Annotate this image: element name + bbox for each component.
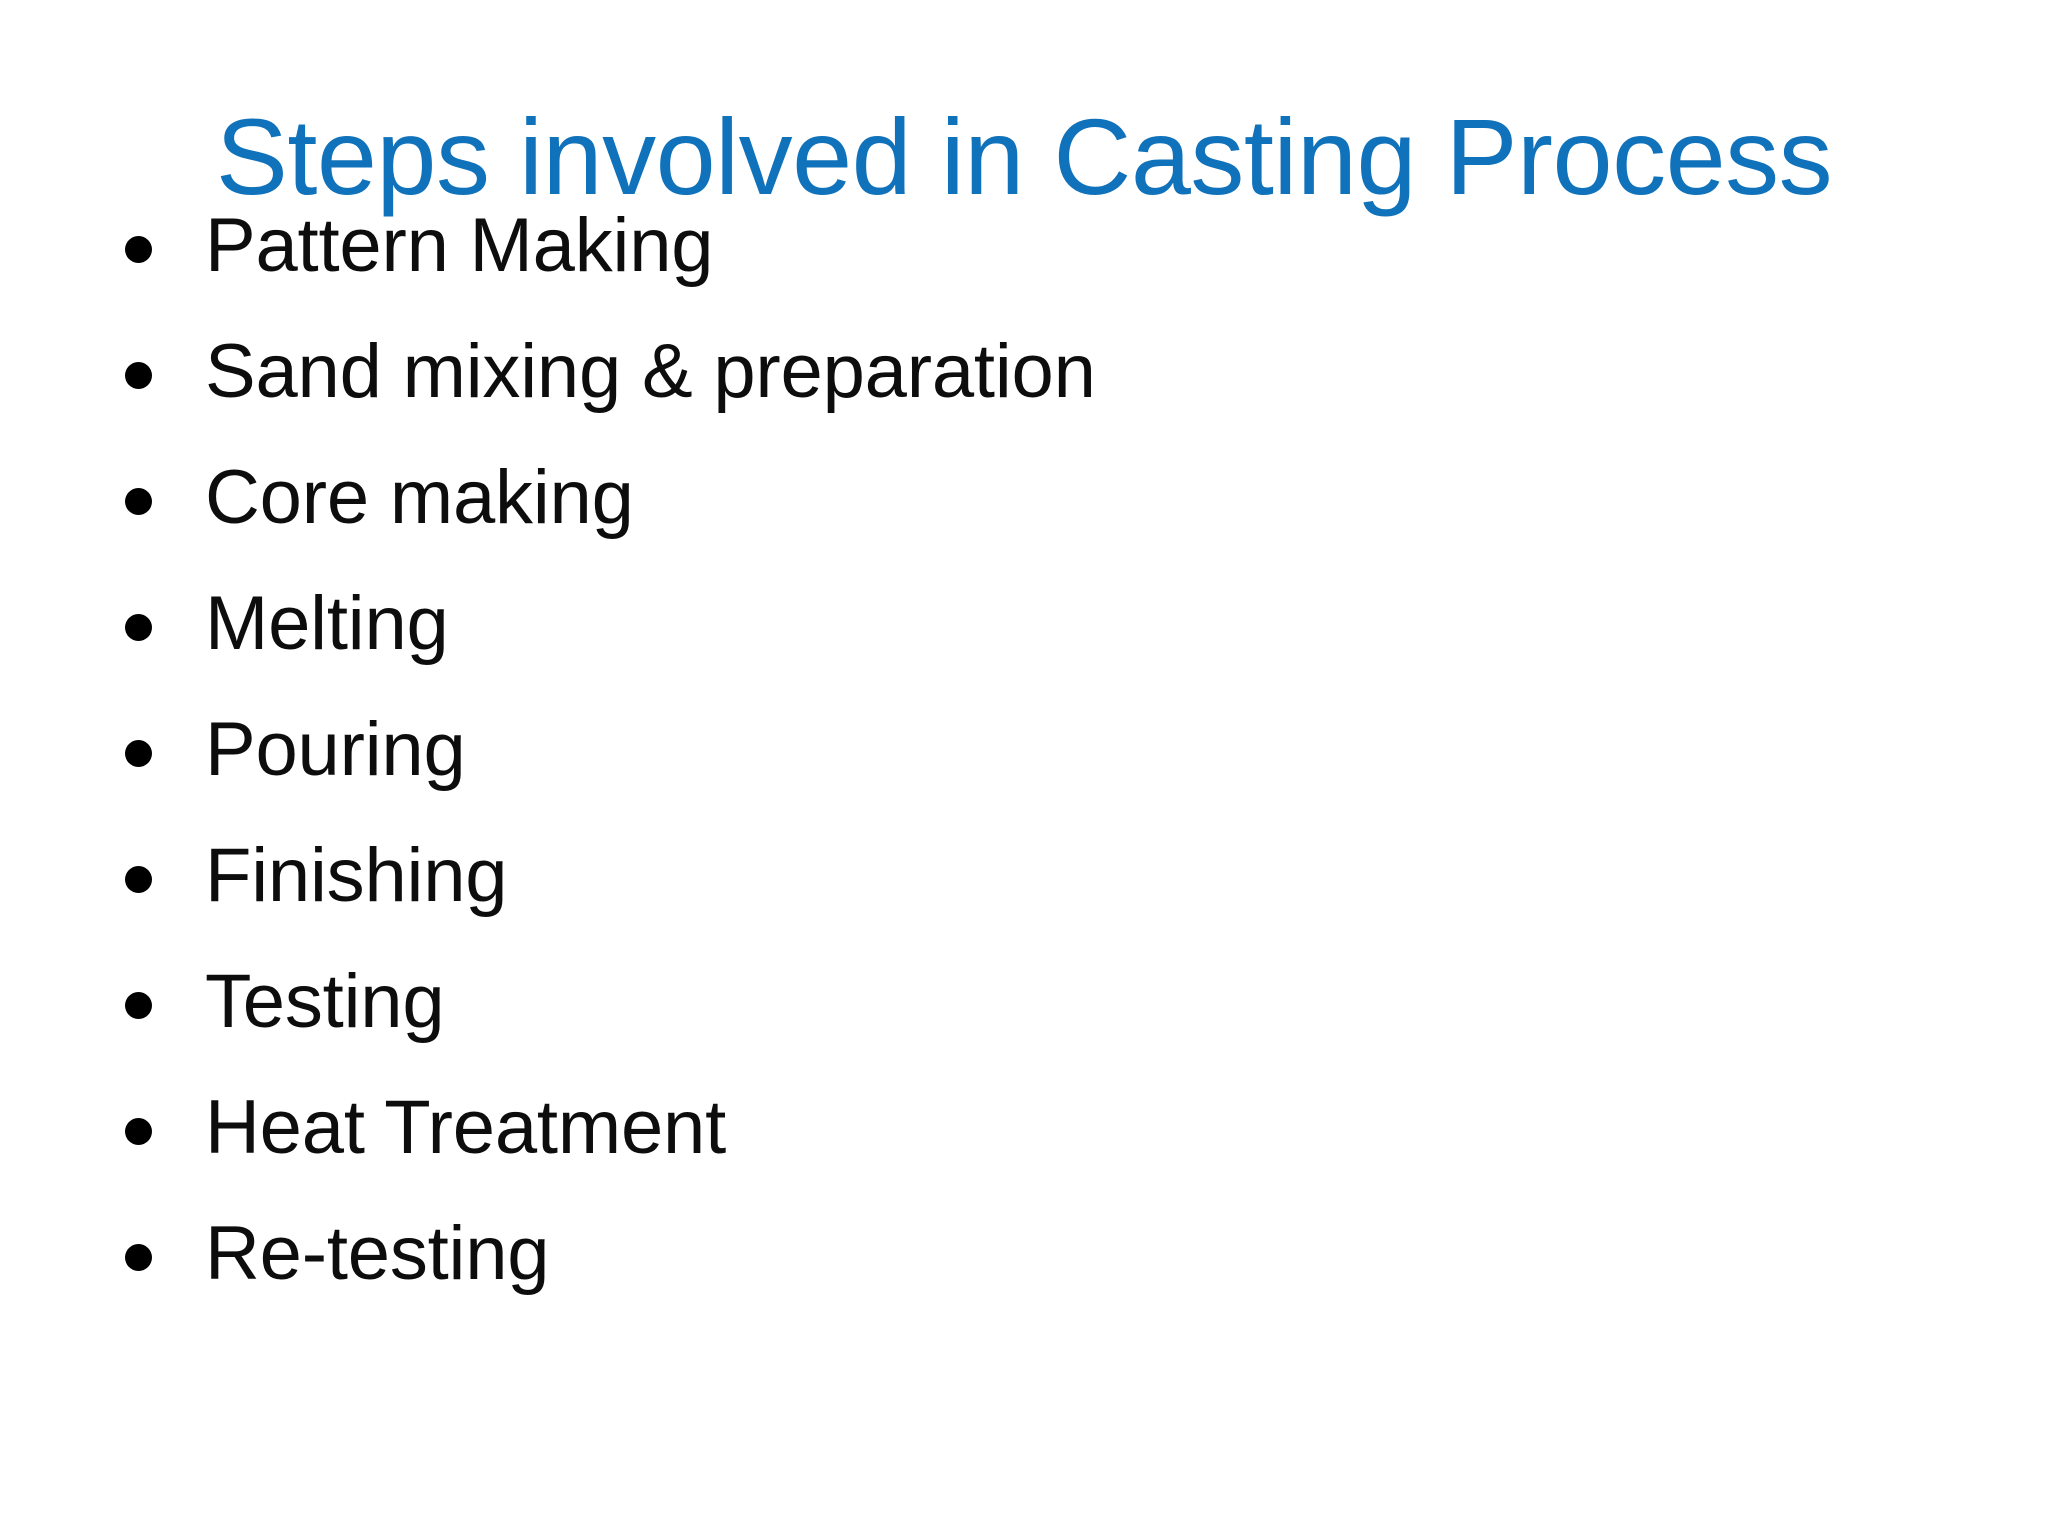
round-bullet-icon [125, 1244, 152, 1271]
bullet-list: Pattern Making Sand mixing & preparation… [0, 196, 2048, 1330]
list-item: Pattern Making [0, 196, 2048, 322]
page-title: Steps involved in Casting Process [215, 96, 1833, 218]
round-bullet-icon [125, 1118, 152, 1145]
list-item-label: Re-testing [205, 1211, 550, 1296]
round-bullet-icon [125, 614, 152, 641]
round-bullet-icon [125, 488, 152, 515]
list-item: Melting [0, 574, 2048, 700]
list-item-label: Pouring [205, 707, 466, 792]
list-item-label: Sand mixing & preparation [205, 329, 1096, 414]
list-item-label: Core making [205, 455, 634, 540]
list-item-label: Pattern Making [205, 203, 714, 288]
list-item: Re-testing [0, 1204, 2048, 1330]
round-bullet-icon [125, 236, 152, 263]
list-item: Finishing [0, 826, 2048, 952]
list-item: Pouring [0, 700, 2048, 826]
round-bullet-icon [125, 866, 152, 893]
list-item-label: Testing [205, 959, 445, 1044]
list-item-label: Melting [205, 581, 449, 666]
list-item-label: Heat Treatment [205, 1085, 726, 1170]
round-bullet-icon [125, 740, 152, 767]
round-bullet-icon [125, 992, 152, 1019]
list-item-label: Finishing [205, 833, 508, 918]
list-item: Sand mixing & preparation [0, 322, 2048, 448]
list-item: Heat Treatment [0, 1078, 2048, 1204]
list-item: Testing [0, 952, 2048, 1078]
round-bullet-icon [125, 362, 152, 389]
list-item: Core making [0, 448, 2048, 574]
